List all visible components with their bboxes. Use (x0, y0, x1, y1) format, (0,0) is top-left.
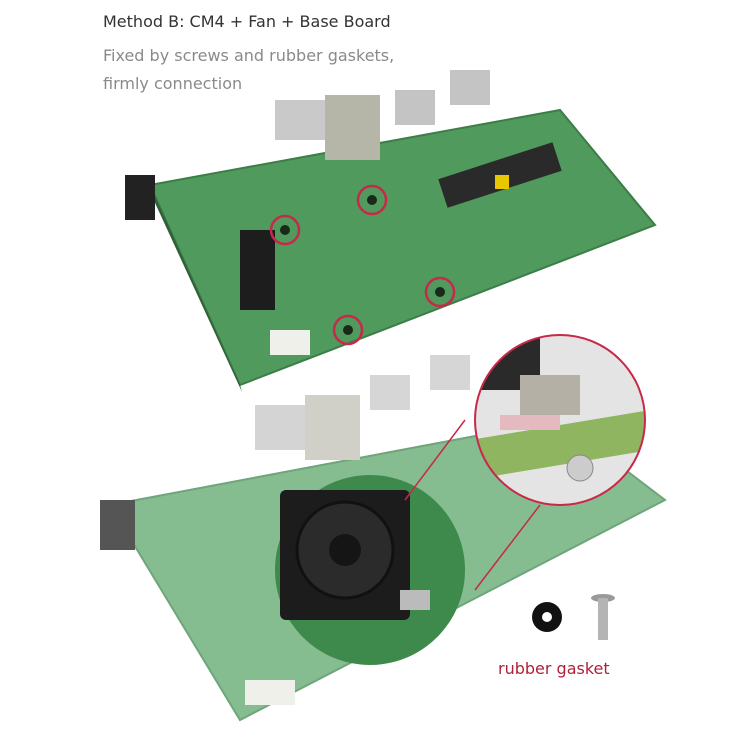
rubber-gasket-icon (532, 602, 562, 632)
mounting-bracket (400, 590, 430, 610)
screw-hole-highlights (269, 184, 456, 346)
pcie-slot (240, 230, 275, 310)
hdmi-port-1 (395, 90, 435, 125)
heading: Method B: CM4 + Fan + Base Board (103, 12, 391, 31)
hdmi-port-2 (450, 70, 490, 105)
description-line-2: firmly connection (103, 74, 243, 93)
screw-icon (591, 594, 615, 640)
rubber-gasket-label: rubber gasket (498, 659, 610, 678)
usb-ports (275, 100, 325, 140)
magnified-inset (404, 334, 646, 591)
power-jack (125, 175, 155, 220)
fan-connector (270, 330, 310, 355)
base-board-top (125, 70, 657, 392)
ethernet-port (325, 95, 380, 160)
description-line-1: Fixed by screws and rubber gaskets, (103, 46, 395, 65)
